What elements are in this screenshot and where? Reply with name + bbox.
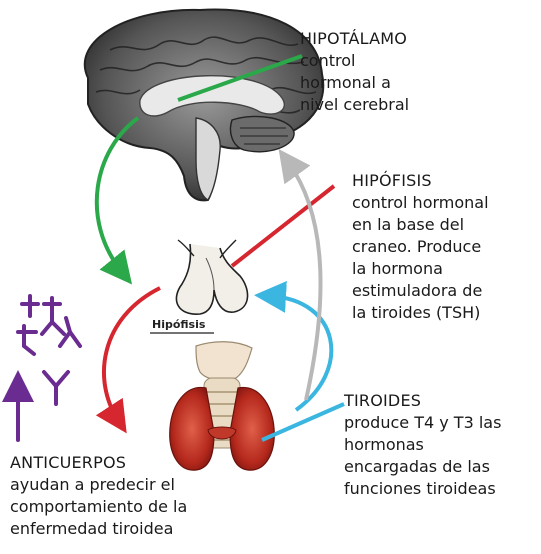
hypothalamus-line: nivel cerebral	[300, 94, 409, 116]
thyroid-pointer	[262, 404, 344, 440]
pituitary-line: control hormonal	[352, 192, 489, 214]
hypothalamus-title: HIPOTÁLAMO	[300, 28, 409, 50]
hypothalamus-line: hormonal a	[300, 72, 409, 94]
antibodies-line: enfermedad tiroidea	[10, 518, 187, 540]
thyroid-line: encargadas de las	[344, 456, 501, 478]
antibodies-illustration	[18, 296, 80, 440]
thyroid-illustration	[170, 342, 275, 470]
thyroid-line: hormonas	[344, 434, 501, 456]
pituitary-label: HIPÓFISIS control hormonal en la base de…	[352, 170, 489, 324]
thyroid-label: TIROIDES produce T4 y T3 las hormonas en…	[344, 390, 501, 500]
arrow-pituitary-to-thyroid	[104, 288, 160, 420]
pituitary-line: en la base del	[352, 214, 489, 236]
pituitary-line: la tiroides (TSH)	[352, 302, 489, 324]
arrow-thyroid-to-pituitary	[270, 296, 331, 410]
pituitary-line: craneo. Produce	[352, 236, 489, 258]
antibodies-label: ANTICUERPOS ayudan a predecir el comport…	[10, 452, 187, 540]
antibodies-line: ayudan a predecir el	[10, 474, 187, 496]
thyroid-title: TIROIDES	[344, 390, 501, 412]
hypothalamus-label: HIPOTÁLAMO control hormonal a nivel cere…	[300, 28, 409, 116]
thyroid-line: funciones tiroideas	[344, 478, 501, 500]
pituitary-title: HIPÓFISIS	[352, 170, 489, 192]
hypothalamus-line: control	[300, 50, 409, 72]
thyroid-line: produce T4 y T3 las	[344, 412, 501, 434]
pituitary-line: estimuladora de	[352, 280, 489, 302]
antibodies-title: ANTICUERPOS	[10, 452, 187, 474]
brain-illustration	[85, 10, 324, 201]
pituitary-line: la hormona	[352, 258, 489, 280]
antibodies-line: comportamiento de la	[10, 496, 187, 518]
arrow-thyroid-to-hypothalamus	[288, 162, 321, 400]
pituitary-image-caption: Hipófisis	[152, 318, 205, 331]
